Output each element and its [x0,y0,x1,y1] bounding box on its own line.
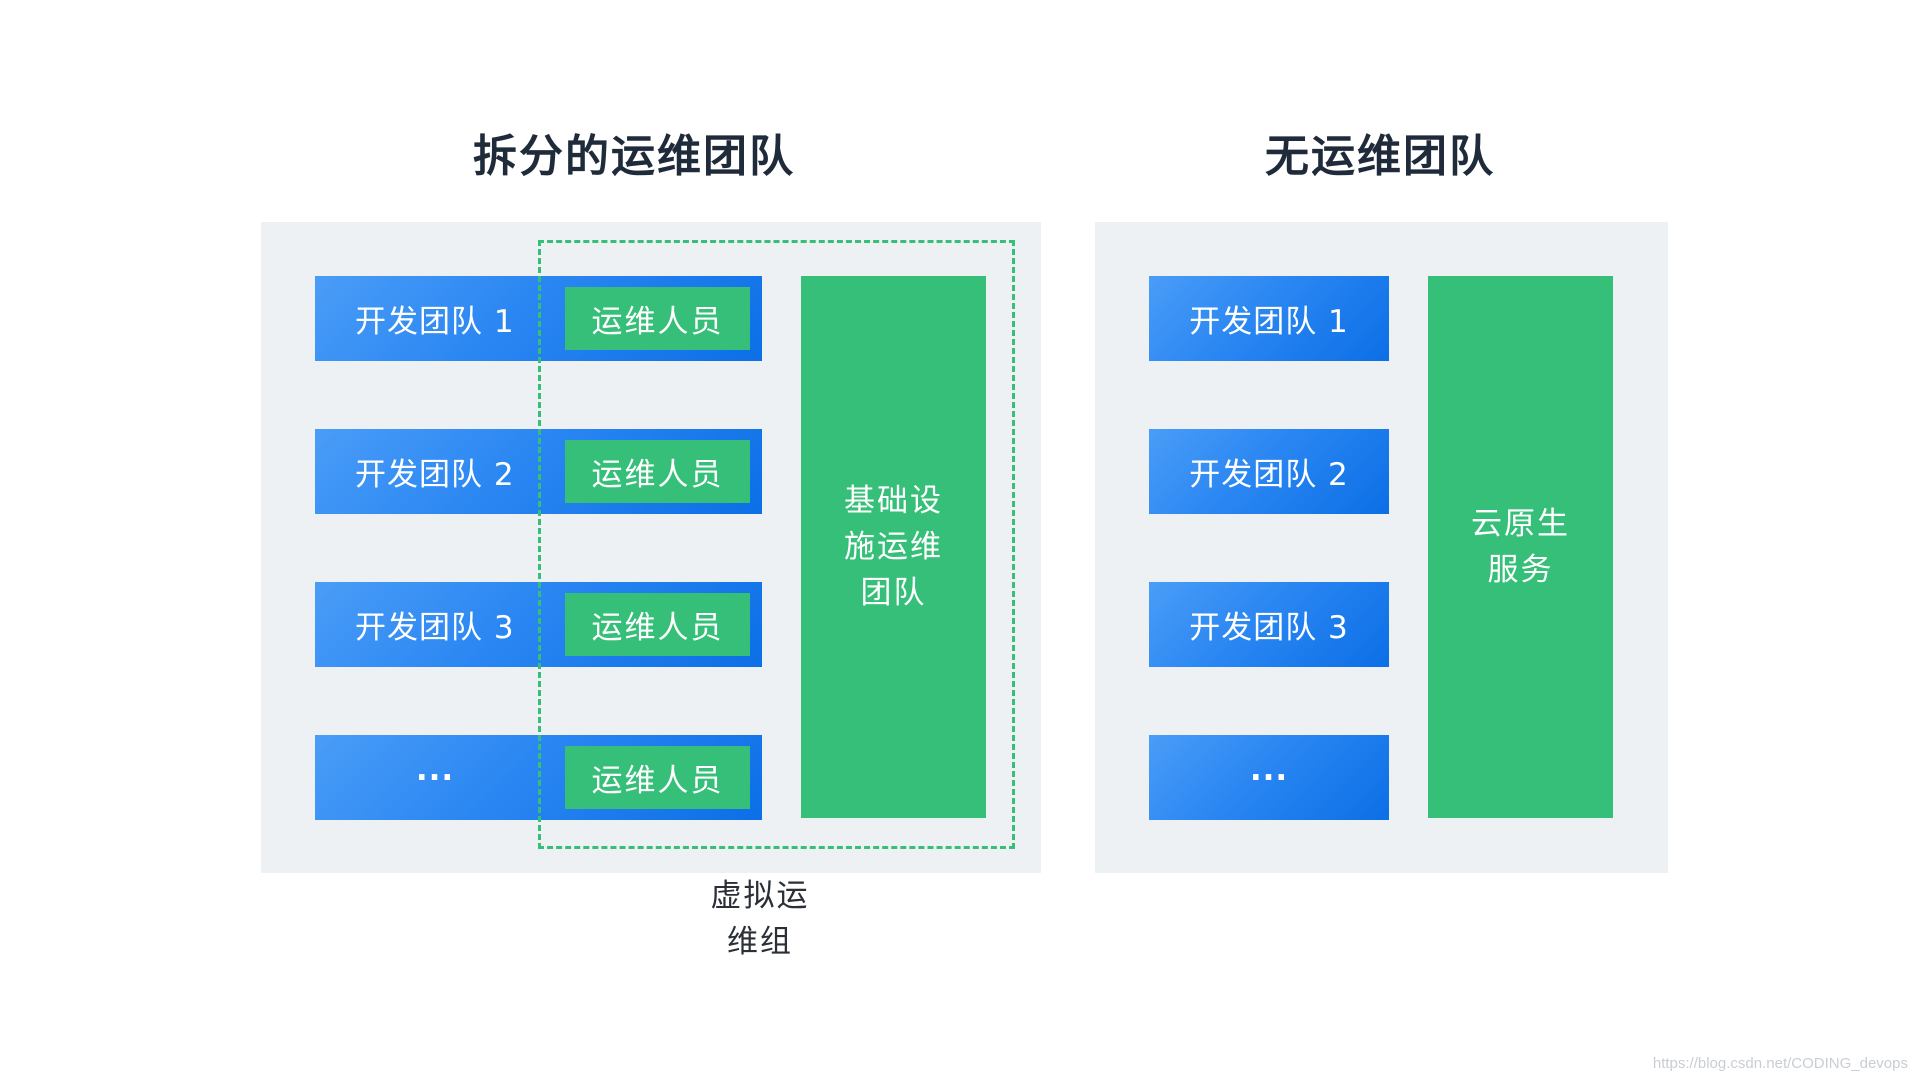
cloud-native-service-line: 服务 [1487,552,1554,588]
left-diagram-title: 拆分的运维团队 [473,131,795,182]
right-diagram-title: 无运维团队 [1265,131,1495,182]
dev-team-bar: 开发团队 1 [1149,276,1389,361]
dev-team-label: 开发团队 2 [355,457,515,493]
dev-team-label: 开发团队 1 [1189,304,1349,340]
dev-team-bar: 开发团队 3 [1149,582,1389,667]
watermark: https://blog.csdn.net/CODING_devops [1652,1055,1908,1072]
infra-ops-team-line: 基础设 [844,483,943,519]
dev-team-ellipsis: ··· [415,759,455,796]
ops-personnel-box: 运维人员 [565,593,750,656]
virtual-ops-group-line: 虚拟运 [710,878,810,914]
dev-team-bar: ··· [1149,735,1389,820]
ops-personnel-box: 运维人员 [565,287,750,350]
infra-ops-team-box: 基础设 施运维 团队 [801,276,986,818]
dev-team-label: 开发团队 2 [1189,457,1349,493]
dev-team-bar: 开发团队 2 [1149,429,1389,514]
virtual-ops-group-line: 维组 [727,924,793,960]
infra-ops-team-line: 团队 [860,575,927,611]
ops-personnel-box: 运维人员 [565,440,750,503]
dev-team-ellipsis: ··· [1249,759,1289,796]
dev-team-label: 开发团队 1 [355,304,515,340]
cloud-native-service-box: 云原生 服务 [1428,276,1613,818]
dev-team-label: 开发团队 3 [355,610,515,646]
cloud-native-service-line: 云原生 [1471,506,1570,542]
virtual-ops-group-caption: 虚拟运 维组 [690,873,830,965]
infra-ops-team-line: 施运维 [844,529,943,565]
dev-team-label: 开发团队 3 [1189,610,1349,646]
ops-personnel-box: 运维人员 [565,746,750,809]
